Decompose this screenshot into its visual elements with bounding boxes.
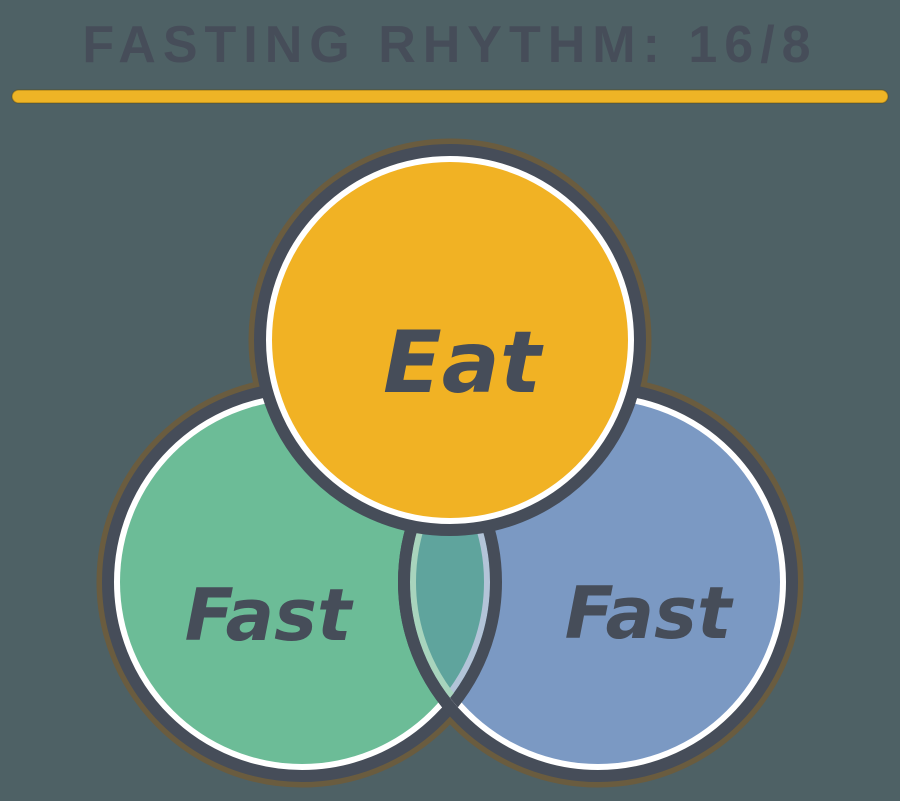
- eat-circle: [254, 144, 646, 536]
- fast-left-circle-label: Fast: [185, 573, 354, 657]
- overlap-green-edge: [410, 394, 502, 770]
- page-title: FASTING RHYTHM: 16/8: [82, 16, 817, 74]
- eat-circle-label: Eat: [383, 313, 544, 413]
- title-underline-bar: [11, 89, 889, 104]
- overlap-blue-edge: [398, 394, 490, 770]
- fast-right-circle-label: Fast: [565, 571, 734, 655]
